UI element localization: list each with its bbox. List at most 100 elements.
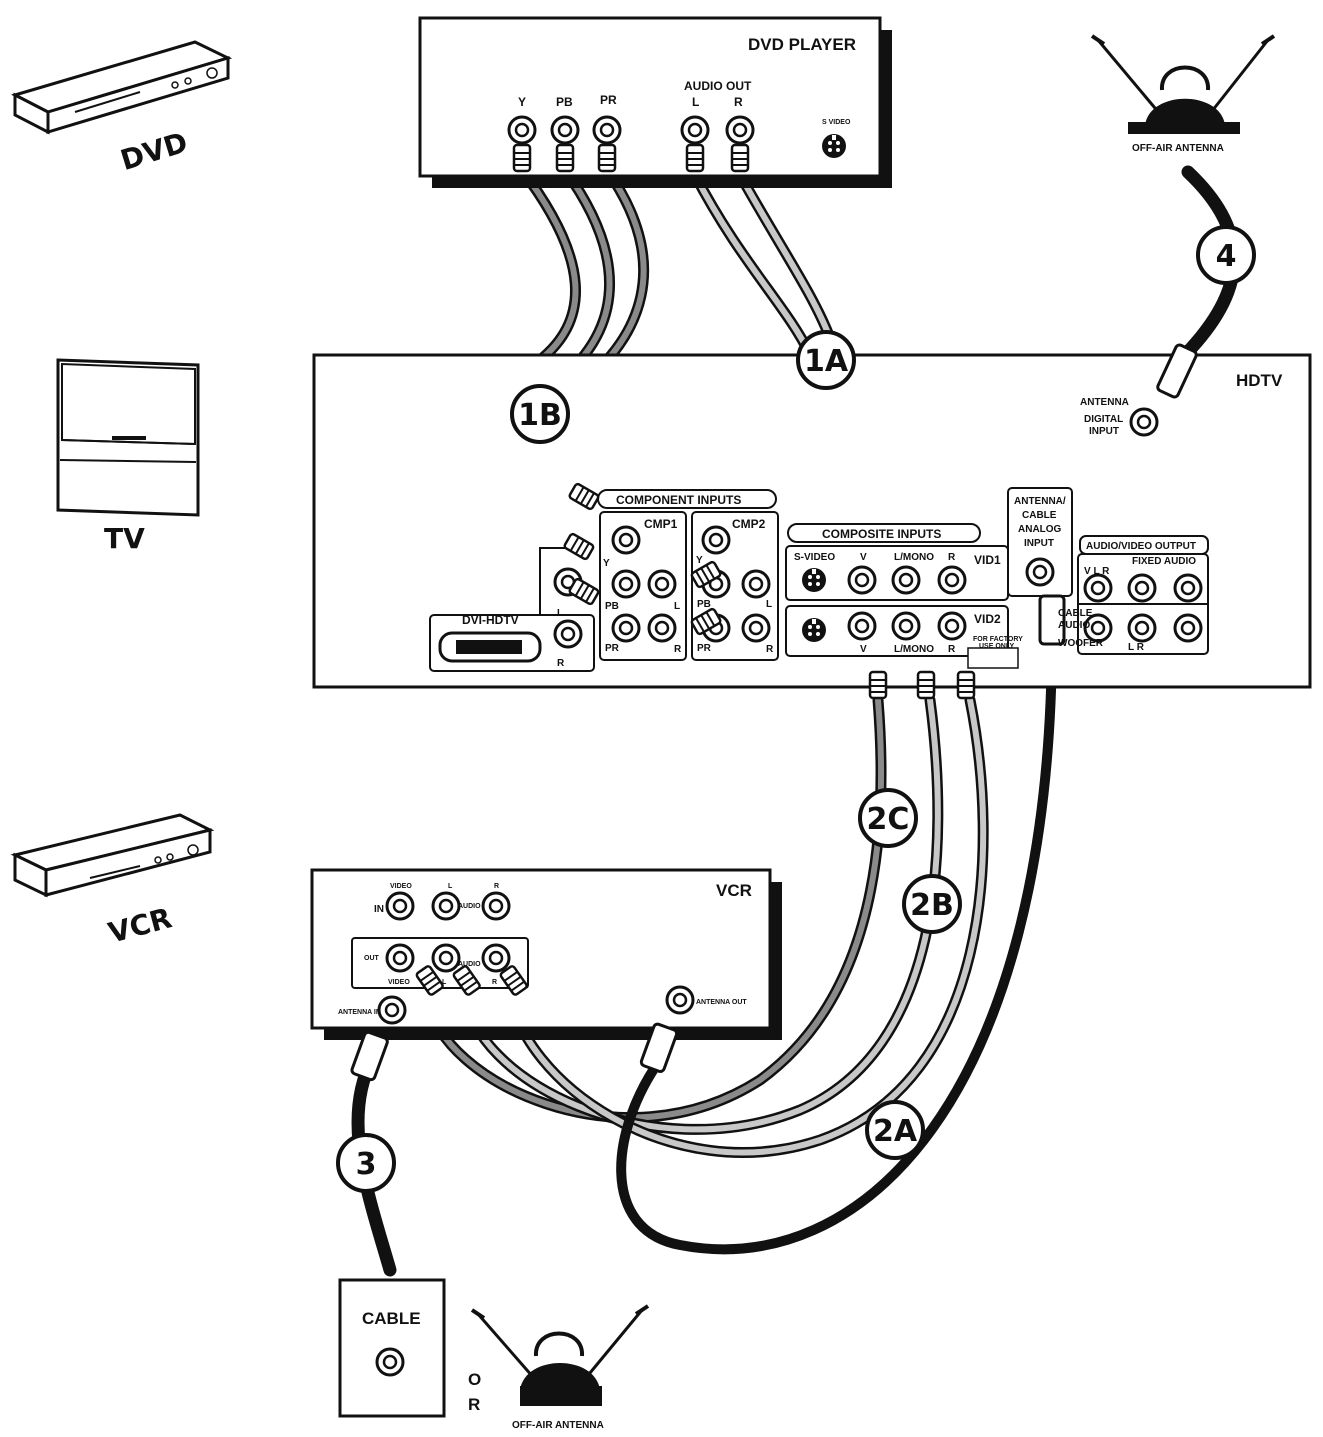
plug xyxy=(730,143,750,173)
vcr-antenna-in-label: ANTENNA IN xyxy=(338,1009,381,1016)
hdtv-vid2-v-label: V xyxy=(860,644,867,655)
vcr-audio-l-in-jack[interactable] xyxy=(431,891,461,921)
hdtv-vid2-label: VID2 xyxy=(974,612,1001,626)
hdtv-vlr-label: V L R xyxy=(1084,566,1110,577)
hdtv-cmp1-r-jack[interactable] xyxy=(647,613,677,643)
dvd-y-jack[interactable] xyxy=(507,115,537,145)
hdtv-vid2-l-jack[interactable] xyxy=(891,611,921,641)
badge-2a: 2A xyxy=(865,1100,925,1160)
rf-connector xyxy=(1038,594,1066,646)
vcr-audio-r-out-jack[interactable] xyxy=(481,943,511,973)
hdtv-vid1-v-jack[interactable] xyxy=(847,565,877,595)
cables xyxy=(351,164,1241,1277)
hdtv-cable-label: CABLE xyxy=(1058,608,1093,619)
dvd-pb-jack[interactable] xyxy=(550,115,580,145)
badge-4: 4 xyxy=(1196,225,1256,285)
hdtv-lr-label: L R xyxy=(1128,642,1145,653)
badge-4-text: 4 xyxy=(1216,239,1237,274)
hdtv-cmp1-r-label: R xyxy=(674,644,682,655)
vcr-antenna-out-jack[interactable] xyxy=(665,985,695,1015)
hdtv-cmp1-y-label: Y xyxy=(603,558,610,569)
tv-icon: TV xyxy=(56,358,200,555)
hdtv-out-r-jack[interactable] xyxy=(1173,573,1203,603)
vcr-device: VCR VIDEO L R IN AUDIO OUT AUDIO VIDEO L… xyxy=(310,868,782,1082)
hdtv-vid2-svideo-jack[interactable] xyxy=(802,618,826,642)
hdtv-antenna-cable-analog-jack[interactable] xyxy=(1025,557,1055,587)
plug xyxy=(956,670,976,700)
hdtv-cmp2-label: CMP2 xyxy=(732,517,766,531)
dvd-r-label: R xyxy=(734,95,743,109)
hdtv-cmp1-pr-jack[interactable] xyxy=(611,613,641,643)
badge-2a-text: 2A xyxy=(873,1114,918,1149)
hdtv-digital-label: DIGITAL xyxy=(1084,414,1123,425)
plug xyxy=(555,143,575,173)
hdtv-cmp2-pr-label: PR xyxy=(697,643,712,654)
vcr-l-in-label: L xyxy=(448,883,453,890)
dvd-svideo-jack[interactable] xyxy=(822,134,846,158)
hdtv-audio-label: AUDIO xyxy=(1058,620,1090,631)
vcr-audio-out-label: AUDIO xyxy=(458,961,481,968)
hdtv-av-output-label: AUDIO/VIDEO OUTPUT xyxy=(1086,541,1196,552)
hdtv-ant-cable-label-4: INPUT xyxy=(1024,538,1054,549)
hdtv-vid1-v-label: V xyxy=(860,552,867,563)
vcr-video-in-jack[interactable] xyxy=(385,891,415,921)
off-air-antenna-top-label: OFF-AIR ANTENNA xyxy=(1132,143,1224,154)
vcr-audio-l-out-jack[interactable] xyxy=(431,943,461,973)
vcr-audio-r-in-jack[interactable] xyxy=(481,891,511,921)
vcr-out-label: OUT xyxy=(364,955,380,962)
hdtv-antenna-digital-jack[interactable] xyxy=(1129,407,1159,437)
badge-2c-text: 2C xyxy=(867,802,910,837)
hdtv-composite-inputs-label: COMPOSITE INPUTS xyxy=(822,527,941,541)
vcr-l-out-label: L xyxy=(442,979,447,986)
dvd-audio-r-jack[interactable] xyxy=(725,115,755,145)
hdtv-vid1-r-label: R xyxy=(948,552,956,563)
hdtv-audio-l-jack[interactable] xyxy=(1127,613,1157,643)
cable-box-label: CABLE xyxy=(362,1309,421,1328)
or-text-r: R xyxy=(468,1395,480,1414)
hdtv-cmp2-y-label: Y xyxy=(696,555,703,566)
hdtv-audio-r-jack[interactable] xyxy=(1173,613,1203,643)
hdtv-vid2-r-label: R xyxy=(948,644,956,655)
tv-icon-label: TV xyxy=(104,522,145,555)
dvd-audio-l-jack[interactable] xyxy=(680,115,710,145)
hdtv-vid1-label: VID1 xyxy=(974,553,1001,567)
hdtv-cmp2-pb-label: PB xyxy=(697,599,711,610)
hdtv-vid1-svideo-jack[interactable] xyxy=(802,568,826,592)
dvd-y-label: Y xyxy=(518,95,526,109)
vcr-antenna-in-jack[interactable] xyxy=(377,995,407,1025)
hdtv-cmp2-r-jack[interactable] xyxy=(741,613,771,643)
hdtv-input-label: INPUT xyxy=(1089,426,1119,437)
dvd-pr-jack[interactable] xyxy=(592,115,622,145)
hdtv-vid1-r-jack[interactable] xyxy=(937,565,967,595)
vcr-video-out-jack[interactable] xyxy=(385,943,415,973)
off-air-antenna-top: OFF-AIR ANTENNA xyxy=(1090,34,1276,154)
hdtv-ant-cable-label-3: ANALOG xyxy=(1018,524,1062,535)
hdtv-vid2-r-jack[interactable] xyxy=(937,611,967,641)
hdtv-vid2-v-jack[interactable] xyxy=(847,611,877,641)
hdtv-title: HDTV xyxy=(1236,371,1283,390)
plug xyxy=(916,670,936,700)
cable-wall-jack[interactable] xyxy=(375,1347,405,1377)
vcr-video-in-label: VIDEO xyxy=(390,883,412,890)
dvd-l-label: L xyxy=(692,95,699,109)
hdtv-dvi-l-label: L xyxy=(557,608,563,619)
hdtv-woofer-label: WOOFER xyxy=(1058,638,1104,649)
badge-1b: 1B xyxy=(510,384,570,444)
hdtv-cmp1-l-jack[interactable] xyxy=(647,569,677,599)
hdtv-dvi-r-jack[interactable] xyxy=(553,619,583,649)
dvd-pb-label: PB xyxy=(556,95,573,109)
vcr-antenna-out-label: ANTENNA OUT xyxy=(696,999,747,1006)
hdtv-out-l-jack[interactable] xyxy=(1127,573,1157,603)
hdtv-vid1-l-jack[interactable] xyxy=(891,565,921,595)
hdtv-antenna-label: ANTENNA xyxy=(1080,397,1129,408)
or-text-o: O xyxy=(468,1370,481,1389)
hdtv-panel: HDTV ANTENNA DIGITAL INPUT DVI-HDTV L R … xyxy=(312,343,1312,700)
hdtv-out-v-jack[interactable] xyxy=(1083,573,1113,603)
hdtv-cmp1-y-jack[interactable] xyxy=(611,525,641,555)
hdtv-cmp2-l-jack[interactable] xyxy=(741,569,771,599)
hdtv-vid1-lmono-label: L/MONO xyxy=(894,552,934,563)
hdtv-cmp2-y-jack[interactable] xyxy=(701,525,731,555)
hdtv-cmp1-pb-jack[interactable] xyxy=(611,569,641,599)
off-air-antenna-bottom: OFF-AIR ANTENNA xyxy=(470,1304,650,1431)
vcr-icon: VCR xyxy=(10,813,215,950)
